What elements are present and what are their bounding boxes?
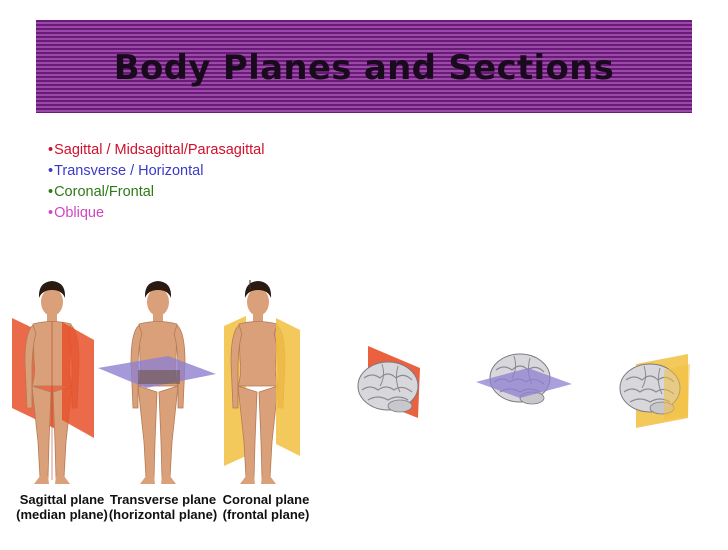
title-banner: Body Planes and Sections bbox=[36, 20, 692, 113]
bullet-dot: • bbox=[48, 184, 54, 200]
caption-line: Sagittal plane bbox=[19, 492, 105, 507]
slide-title: Body Planes and Sections bbox=[113, 48, 615, 88]
caption-transverse: Transverse plane (horizontal plane) bbox=[108, 492, 218, 522]
bullet-label: Sagittal / Midsagittal/Parasagittal bbox=[54, 142, 265, 158]
bullet-oblique: •Oblique bbox=[48, 203, 264, 224]
body-planes-illustration bbox=[12, 280, 690, 485]
caption-line: (frontal plane) bbox=[222, 507, 310, 522]
caption-line: (median plane) bbox=[16, 507, 108, 522]
bullet-dot: • bbox=[48, 205, 54, 221]
caption-coronal: Coronal plane (frontal plane) bbox=[218, 492, 314, 522]
caption-sagittal: Sagittal plane (median plane) bbox=[10, 492, 114, 522]
bullet-transverse: •Transverse / Horizontal bbox=[48, 161, 264, 182]
brain-transverse bbox=[476, 353, 572, 405]
bullet-dot: • bbox=[48, 142, 54, 158]
bullet-coronal: •Coronal/Frontal bbox=[48, 182, 264, 203]
bullet-label: Coronal/Frontal bbox=[54, 184, 155, 200]
sagittal-figure bbox=[12, 280, 94, 485]
brain-coronal bbox=[619, 354, 690, 428]
bullet-sagittal: •Sagittal / Midsagittal/Parasagittal bbox=[48, 140, 264, 161]
caption-line: (horizontal plane) bbox=[108, 507, 218, 522]
bullet-label: Transverse / Horizontal bbox=[54, 163, 204, 179]
body-planes-figure: Sagittal plane (median plane) Transverse… bbox=[0, 270, 728, 546]
brain-sagittal bbox=[357, 346, 420, 418]
transverse-figure bbox=[98, 280, 216, 485]
bullet-list: •Sagittal / Midsagittal/Parasagittal •Tr… bbox=[48, 140, 264, 224]
bullet-dot: • bbox=[48, 163, 54, 179]
caption-line: Coronal plane bbox=[222, 492, 310, 507]
coronal-figure bbox=[224, 280, 300, 485]
caption-line: Transverse plane bbox=[109, 492, 217, 507]
bullet-label: Oblique bbox=[54, 205, 105, 221]
